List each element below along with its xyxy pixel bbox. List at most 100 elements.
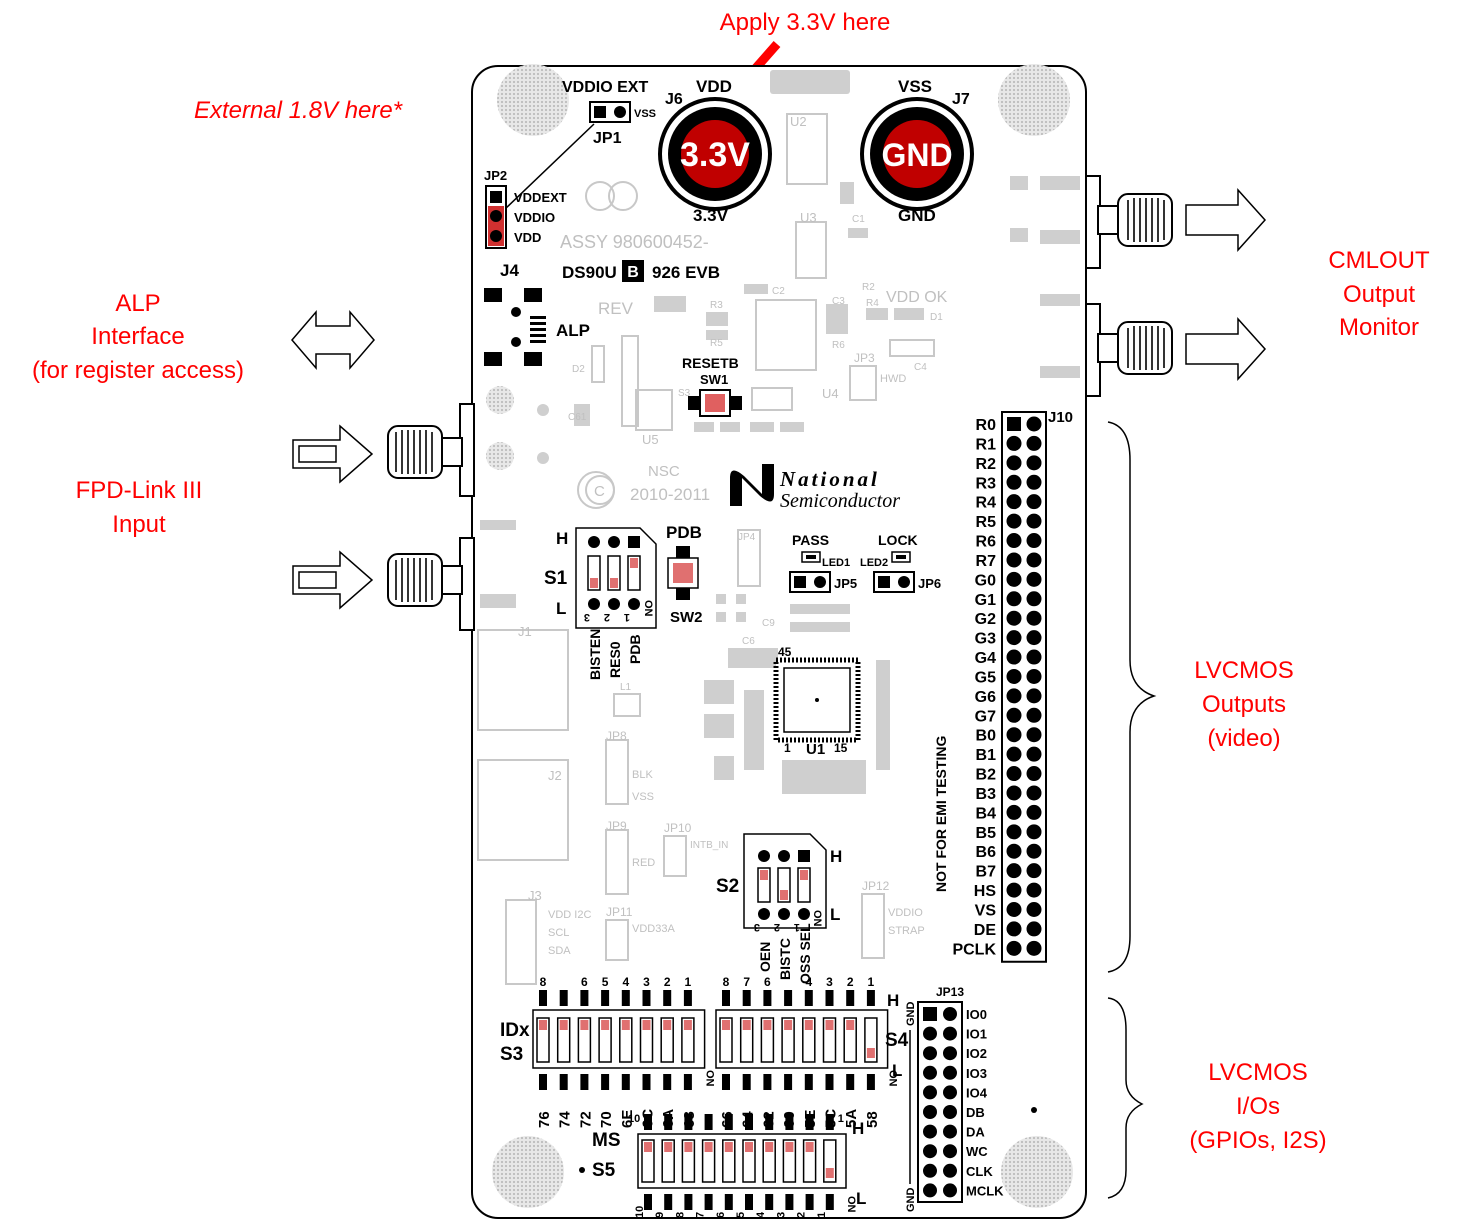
lvcmos-io-callout-line1: LVCMOS [1208,1059,1308,1086]
cmlout-callout-line3: Monitor [1339,314,1419,341]
s4-group-pin [742,1074,751,1090]
s1-label: S1 [544,568,568,589]
j4-label: J4 [500,261,519,280]
j10-pin [1006,746,1022,762]
s4-dip-switch[interactable]: 8764321666462605E5C5A58ON [715,975,899,1128]
fpd-callout-line2: Input [112,511,166,538]
ghost-label-c3: C3 [832,296,845,307]
j10-pin [1026,455,1042,471]
ghost-label-l1: L1 [620,682,632,693]
s3-group-top-number: 2 [664,975,671,989]
j6-label: J6 [665,91,683,108]
j10-pin [1026,746,1042,762]
cmlout-coax-connector[interactable] [1085,303,1173,397]
ghost-label-vddio: VDDIO [888,907,923,919]
j10-pin [1026,727,1042,743]
lvcmos-out-callout-line3: (video) [1207,725,1280,752]
s2-dip-switch[interactable] [757,850,811,920]
j10-pin [1026,824,1042,840]
s3-group-pin [642,990,651,1006]
j10-pin [1007,417,1021,431]
ghost-label-scl: SCL [548,927,569,939]
jp13-pin-label: DB [966,1105,985,1120]
s4-group-pin [804,1074,813,1090]
jp1-label: JP1 [593,130,622,147]
j10-pin [1026,649,1042,665]
apply-vdd-callout: Apply 3.3V here [720,9,891,36]
s5-bottom-number: 1 [816,1212,828,1218]
j10-pin [1006,435,1022,451]
s5-pin [704,1194,713,1210]
s3-dip-switch[interactable]: 8654321767472706E6C6A68ON [532,975,716,1128]
ghost-label-j2: J2 [548,768,562,783]
j6-bottom-label: 3.3V [693,206,729,225]
semiconductor-wordmark: Semiconductor [780,490,900,512]
jp13-pin [923,1105,937,1119]
s5-pin [684,1114,693,1130]
jp13-pin [923,1046,937,1061]
j7-label: J7 [952,91,970,108]
s3-group-pin [580,990,589,1006]
j6-vdd-label: VDD [696,77,732,96]
s4-group-pin [825,1074,834,1090]
j10-pin [1006,766,1022,782]
alp-usb-connector[interactable] [474,288,546,368]
ghost-label-jp9: JP9 [606,819,627,833]
j10-pin [1026,668,1042,684]
s1-res0-label: RES0 [607,641,623,678]
s5-top-left-number: 10 [628,1113,640,1125]
s3-group-pin [559,1074,568,1090]
fpd-link-coax-connector[interactable] [387,537,475,631]
jp13-pin [943,1026,957,1041]
s5-pin [684,1194,693,1210]
fpd-link-coax-connector[interactable] [387,403,475,497]
j10-pin-label: R6 [976,534,997,551]
s1-dip-switch[interactable] [587,536,641,610]
s2-pin-number: 2 [774,921,780,933]
pdb-button[interactable] [667,546,699,600]
s4-group-pin [866,990,875,1006]
j10-pin [1006,727,1022,743]
s5-l-label: L [856,1189,866,1208]
cmlout-callout-line2: Output [1343,281,1415,308]
ghost-label-c6: C6 [742,636,755,647]
s5-pin [644,1114,652,1130]
s4-label: S4 [885,1030,909,1051]
j10-header[interactable]: R0R1R2R3R4R5R6R7G0G1G2G3G4G5G6G7B0B1B2B3… [952,411,1047,963]
ghost-label-d1: D1 [930,312,943,323]
led2-label: LED2 [860,557,888,569]
ghost-label-r2: R2 [862,282,875,293]
s4-group-top-number: 1 [868,975,875,989]
input-arrow-icon [292,424,374,484]
output-arrow-icon [1185,188,1267,252]
ghost-label-u5: U5 [642,432,659,447]
reset-button[interactable] [688,389,742,417]
s3-group-pin [559,990,568,1006]
s2-oss-sel-label: OSS SEL [797,923,813,984]
s4-group-top-number: 2 [847,975,854,989]
model-rev-badge: B [627,264,639,281]
j10-pin-label: R7 [976,553,997,570]
jp13-pin [943,1124,957,1139]
j10-pin-label: B0 [976,728,997,745]
j10-pin [1026,902,1042,917]
s4-group-pin [763,1074,772,1090]
s1-l-label: L [556,599,566,618]
j10-pin-label: B2 [976,767,997,784]
s4-h-label: H [887,991,899,1010]
s4-group-pin [846,990,855,1006]
j10-pin [1006,940,1022,956]
ghost-label-s3-ghost: S3 [678,388,691,399]
alp-callout-line1: ALP [115,290,160,317]
jp5-label: JP5 [834,576,857,591]
s5-pin [785,1114,794,1130]
ghost-label-r3: R3 [710,300,723,311]
s3-idx-label: IDx [500,1020,530,1041]
j10-pin [1006,630,1022,646]
cmlout-coax-connector[interactable] [1085,175,1173,269]
led1-label: LED1 [822,557,850,569]
j10-pin-label: B5 [976,825,997,842]
